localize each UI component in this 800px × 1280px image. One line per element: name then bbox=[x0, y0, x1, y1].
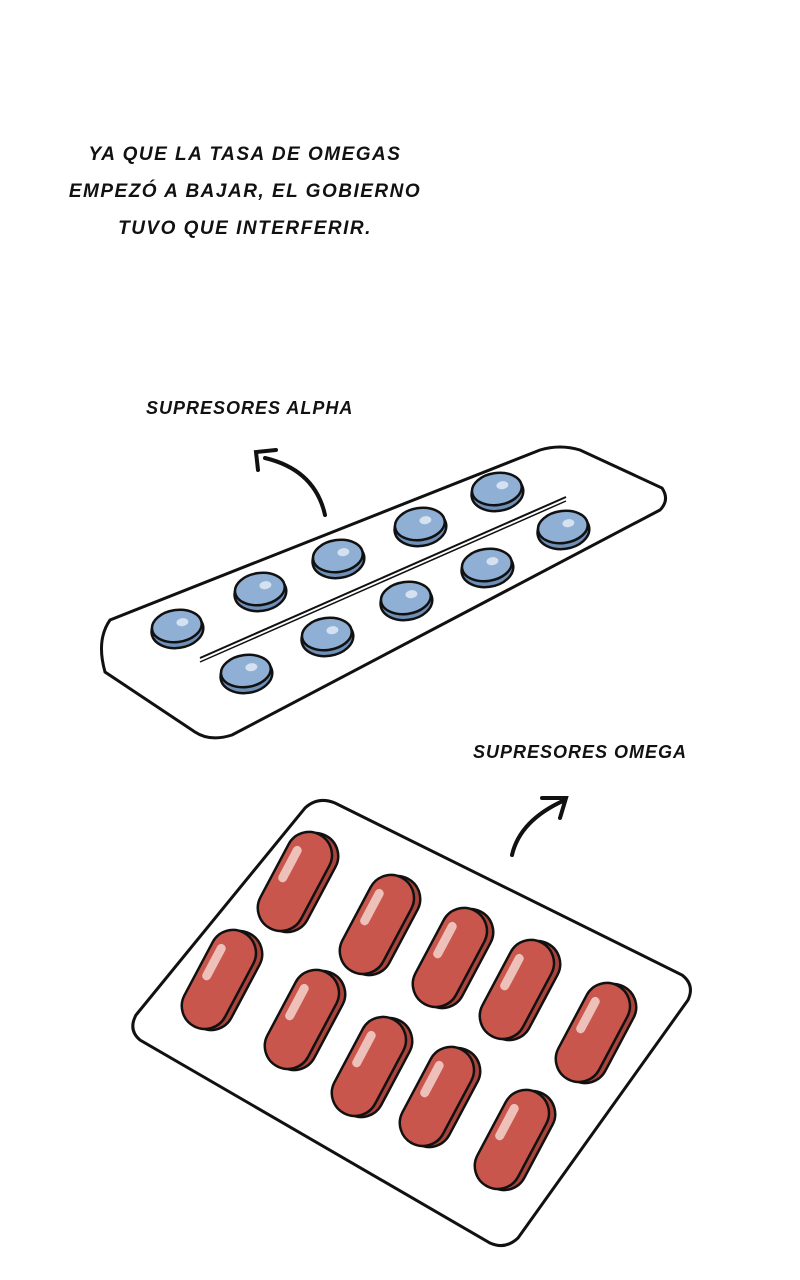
alpha-pill bbox=[300, 616, 355, 658]
omega-pill bbox=[411, 906, 495, 1010]
caption-line: EMPEZÓ A BAJAR, EL GOBIERNO bbox=[68, 181, 422, 202]
narration-caption: YA QUE LA TASA DE OMEGAS EMPEZÓ A BAJAR,… bbox=[0, 136, 490, 247]
alpha-label: SUPRESORES ALPHA bbox=[146, 398, 354, 418]
alpha-pill bbox=[460, 547, 515, 589]
alpha-blister-pack bbox=[99, 445, 667, 740]
omega-label: SUPRESORES OMEGA bbox=[473, 742, 688, 762]
omega-pill bbox=[338, 873, 422, 977]
omega-blister-pack bbox=[131, 798, 692, 1248]
alpha-pill bbox=[470, 471, 525, 513]
omega-pill bbox=[180, 928, 264, 1032]
omega-pill bbox=[256, 830, 340, 934]
alpha-pill bbox=[219, 653, 274, 695]
alpha-pill bbox=[150, 608, 205, 650]
alpha-pill bbox=[379, 580, 434, 622]
omega-pill bbox=[330, 1015, 414, 1119]
alpha-pill bbox=[311, 538, 366, 580]
caption-line: TUVO QUE INTERFERIR. bbox=[118, 218, 372, 239]
omega-pill bbox=[473, 1088, 557, 1192]
alpha-pill bbox=[536, 509, 591, 551]
alpha-pill bbox=[393, 506, 448, 548]
omega-arrow bbox=[510, 796, 569, 857]
alpha-pill bbox=[233, 571, 288, 613]
caption-line: YA QUE LA TASA DE OMEGAS bbox=[88, 144, 402, 165]
omega-pill bbox=[554, 981, 638, 1085]
omega-pill bbox=[478, 938, 562, 1042]
alpha-arrow bbox=[253, 448, 327, 517]
